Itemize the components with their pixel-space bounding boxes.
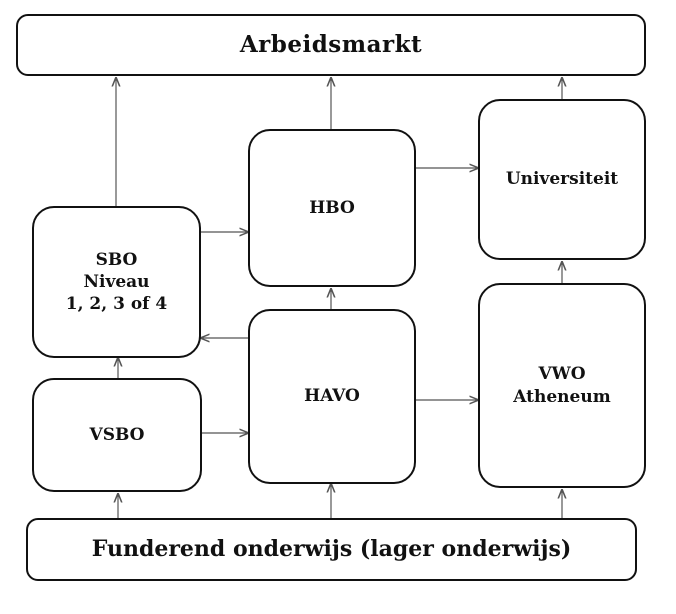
node-sbo-label: SBO Niveau 1, 2, 3 of 4: [65, 249, 168, 315]
node-universiteit: Universiteit: [478, 99, 646, 260]
node-havo: HAVO: [248, 309, 416, 484]
node-funderend: Funderend onderwijs (lager onderwijs): [26, 518, 637, 581]
node-arbeidsmarkt-label: Arbeidsmarkt: [239, 31, 423, 59]
node-hbo: HBO: [248, 129, 416, 287]
node-vsbo-label: VSBO: [89, 424, 145, 445]
node-havo-label: HAVO: [304, 386, 360, 407]
node-sbo: SBO Niveau 1, 2, 3 of 4: [32, 206, 201, 358]
node-vwo: VWO Atheneum: [478, 283, 646, 488]
node-vsbo: VSBO: [32, 378, 202, 492]
node-arbeidsmarkt: Arbeidsmarkt: [16, 14, 646, 76]
node-hbo-label: HBO: [309, 197, 355, 218]
node-universiteit-label: Universiteit: [505, 169, 619, 190]
node-funderend-label: Funderend onderwijs (lager onderwijs): [91, 536, 572, 563]
node-vwo-label: VWO Atheneum: [513, 364, 611, 407]
